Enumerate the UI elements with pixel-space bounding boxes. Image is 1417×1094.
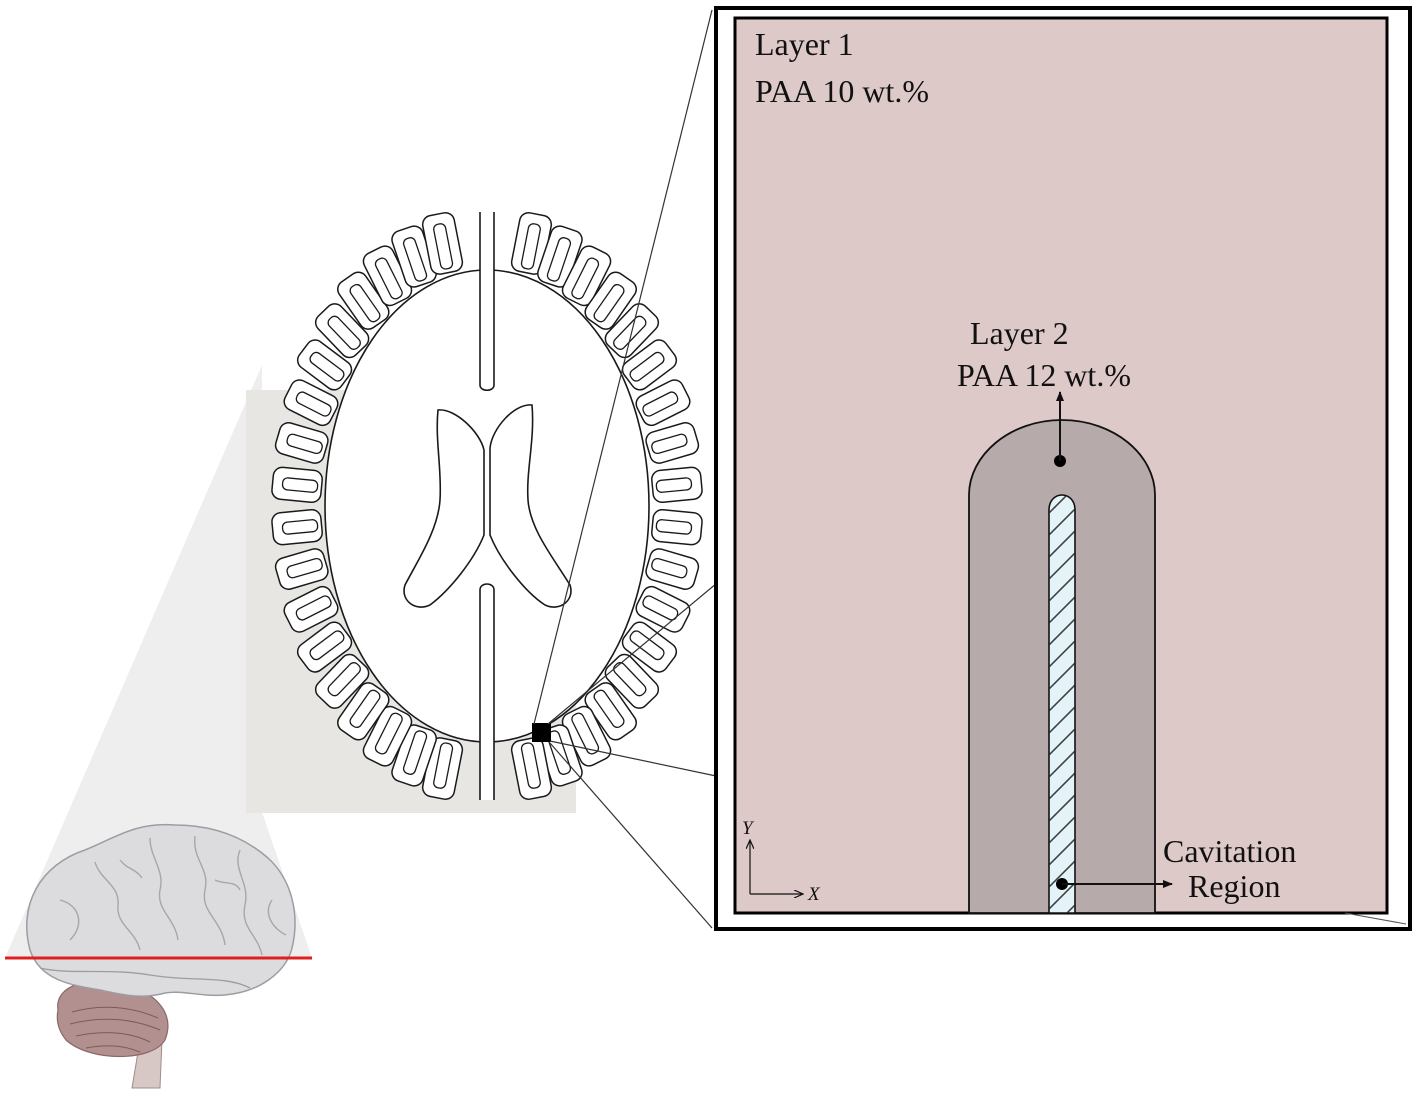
sulcus-groove	[281, 519, 319, 535]
y-axis-label: Y	[742, 818, 755, 839]
sulcus-groove	[613, 662, 647, 697]
sulcus-groove	[327, 315, 361, 350]
sulcus-groove	[593, 283, 625, 323]
x-axis-label: X	[807, 884, 821, 905]
sulcus-groove	[295, 391, 332, 417]
sulcus-groove	[286, 433, 323, 455]
cerebrum-shape	[26, 823, 296, 997]
sulcus-groove	[651, 557, 688, 579]
sulcus-groove	[374, 712, 403, 755]
sulcus-groove	[402, 730, 428, 775]
cerebrum-gyri	[59, 835, 287, 956]
temporal-lobe-outline	[39, 967, 251, 989]
sulcus-groove	[295, 595, 332, 621]
sulcus-groove	[546, 237, 572, 282]
longitudinal-fissure-top	[479, 212, 495, 392]
sulcus-groove	[349, 283, 381, 323]
sulcus-groove	[309, 351, 345, 382]
coordinate-axes: X Y	[742, 818, 821, 905]
sulcus-groove	[642, 391, 679, 417]
sulcus-groove	[349, 689, 381, 729]
sulcus-groove	[613, 315, 647, 350]
axial-brain-section	[271, 212, 703, 800]
sulcus-groove	[571, 257, 600, 300]
sulcus-groove	[281, 477, 319, 493]
sulcus-groove	[374, 257, 403, 300]
cavitation-label-line1: Cavitation	[1163, 833, 1296, 869]
layer1-material: PAA 10 wt.%	[755, 73, 929, 109]
sulcus-groove	[593, 689, 625, 729]
layer2-title: Layer 2	[970, 315, 1069, 351]
sulcus-groove	[651, 433, 688, 455]
layer1-title: Layer 1	[755, 26, 854, 62]
longitudinal-fissure-bottom	[479, 583, 495, 800]
sulcus-groove	[655, 519, 693, 535]
frame-corner-line	[1344, 912, 1407, 925]
layer2-material: PAA 12 wt.%	[957, 357, 1131, 393]
sulcus-groove	[433, 223, 454, 270]
sulcus-groove	[571, 712, 600, 755]
sulcus-groove	[629, 351, 665, 382]
left-ventricle	[403, 409, 485, 608]
sulcus-groove	[655, 477, 693, 493]
sulcus-groove	[309, 630, 345, 661]
sulcus-groove	[520, 742, 541, 789]
cavitation-hatch	[1049, 495, 1075, 913]
zoom-guide-lines	[533, 9, 736, 929]
cavitation-label-line2: Region	[1188, 868, 1280, 904]
sulcus-groove	[629, 630, 665, 661]
right-ventricle	[489, 404, 572, 608]
sulcus-groove	[402, 237, 428, 282]
sulcus-groove	[327, 662, 361, 697]
zoom-panel: Layer 1 PAA 10 wt.% Layer 2 PAA 12 wt.% …	[714, 6, 1412, 931]
zoom-region-marker	[532, 723, 551, 742]
cerebellum-folds	[69, 1006, 161, 1053]
sulcus-groove	[433, 742, 454, 789]
sulcus-groove	[520, 223, 541, 270]
brain-side-view	[5, 823, 312, 1089]
sulcus-groove	[286, 557, 323, 579]
gyri-ring	[271, 212, 703, 800]
